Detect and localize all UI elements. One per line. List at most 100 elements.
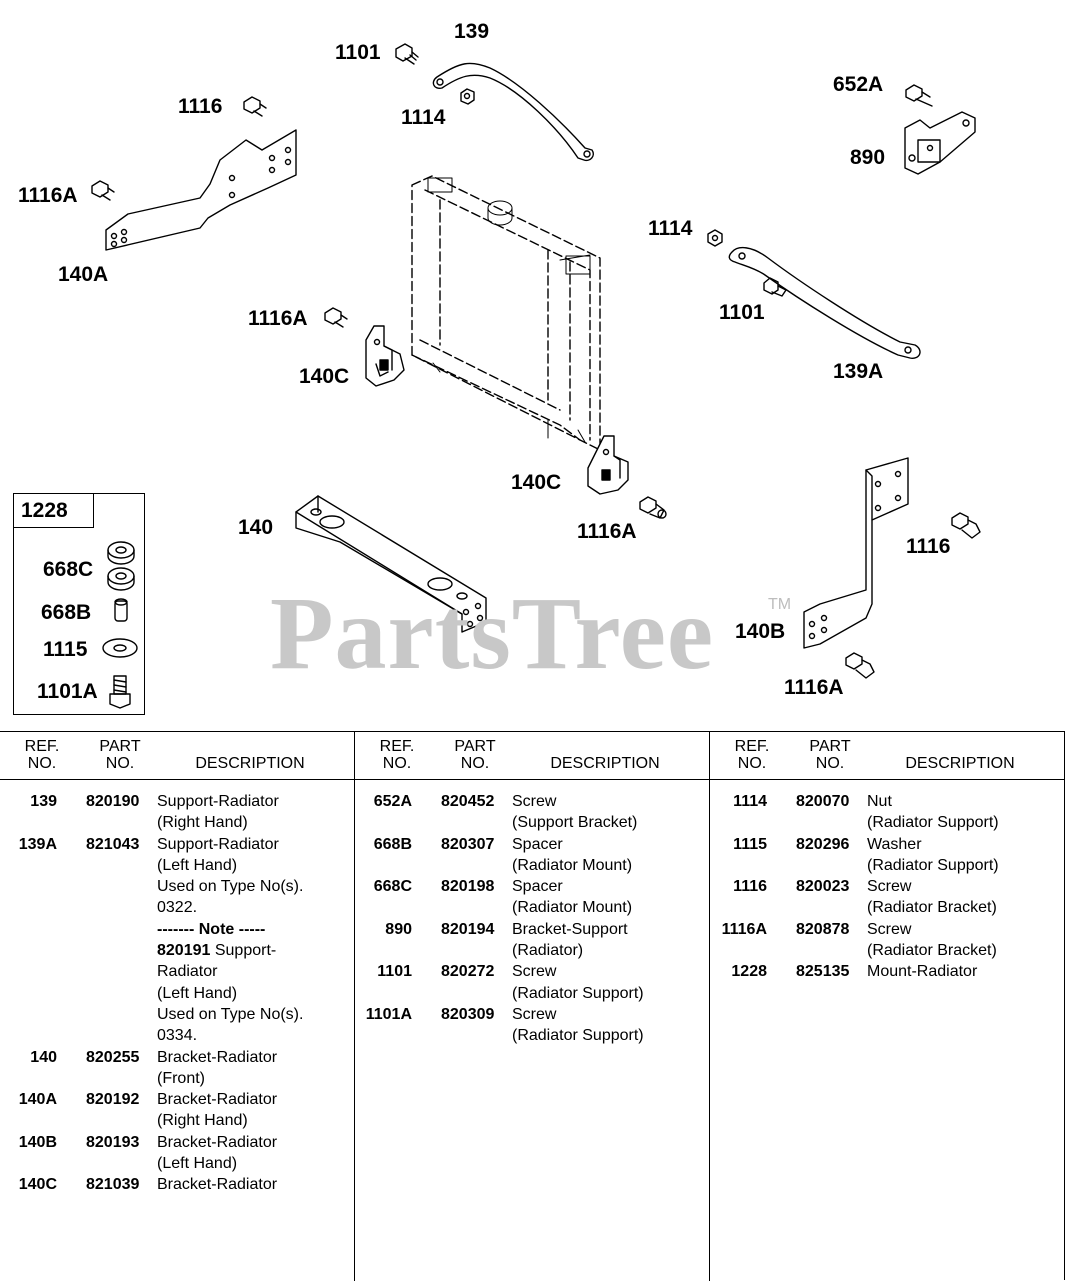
callout-652A: 652A <box>833 73 884 96</box>
part-no: 821043 <box>86 835 140 853</box>
callout-140C-right: 140C <box>511 471 562 494</box>
description: (Radiator Bracket) <box>867 899 997 917</box>
table-row: Used on Type No(s). <box>0 1004 354 1025</box>
table-row: Radiator <box>0 961 354 982</box>
description: Spacer <box>512 878 563 896</box>
kit-screw-1101A <box>109 675 131 709</box>
part-no: 820307 <box>441 835 495 853</box>
part-no: 820878 <box>796 920 850 938</box>
description: Nut <box>867 793 892 810</box>
screw-1101-right <box>763 277 787 297</box>
header-part-no: PART NO. <box>809 738 851 772</box>
table-row: (Left Hand) <box>0 855 354 876</box>
table-row: (Left Hand) <box>0 983 354 1004</box>
callout-1116-right: 1116 <box>906 535 951 558</box>
table-row: (Support Bracket) <box>355 812 710 833</box>
ref-no: 140B <box>18 1133 57 1151</box>
header-description: DESCRIPTION <box>905 755 1015 772</box>
table-row: (Front) <box>0 1068 354 1089</box>
callout-1101-top: 1101 <box>335 41 381 64</box>
screw-652A <box>905 84 933 107</box>
watermark: PartsTree <box>270 576 715 691</box>
table-row: (Radiator Support) <box>710 855 1064 876</box>
screw-1116A-bottom <box>845 652 875 679</box>
description: (Radiator Mount) <box>512 899 633 917</box>
callout-1101-right: 1101 <box>719 301 765 324</box>
description: (Radiator Support) <box>512 1027 644 1045</box>
description: (Radiator) <box>512 942 584 960</box>
screw-1116-right <box>951 512 981 539</box>
ref-no: 1228 <box>731 963 767 981</box>
kit-number: 1228 <box>14 494 94 528</box>
description: Support-Radiator <box>157 793 279 810</box>
description: Screw <box>867 878 912 896</box>
header-part-no: PART NO. <box>99 738 141 772</box>
description: (Radiator Support) <box>867 856 999 874</box>
header-description: DESCRIPTION <box>195 755 305 772</box>
nut-1114-top <box>460 88 475 105</box>
description: Screw <box>512 793 557 810</box>
header-part-no: PART NO. <box>454 738 496 772</box>
callout-140C-left: 140C <box>299 365 350 388</box>
table-row: (Radiator Bracket) <box>710 940 1064 961</box>
description: Bracket-Radiator <box>157 1048 278 1066</box>
part-no: 820193 <box>86 1133 140 1151</box>
description: (Right Hand) <box>157 814 248 832</box>
support-rod-139 <box>432 62 594 162</box>
radiator <box>411 175 601 451</box>
description: Screw <box>512 1005 557 1023</box>
ref-no: 1115 <box>733 835 767 853</box>
description: (Left Hand) <box>157 856 238 874</box>
description: 0322. <box>157 899 198 917</box>
ref-no: 140C <box>18 1176 57 1194</box>
description: (Radiator Support) <box>512 984 644 1002</box>
ref-no: 1116A <box>721 920 767 938</box>
description: Radiator <box>157 963 218 981</box>
callout-1116A-left: 1116A <box>18 184 78 207</box>
description: (Left Hand) <box>157 1155 238 1173</box>
table-header: REF. NO.PART NO.DESCRIPTION <box>355 732 710 780</box>
description: (Right Hand) <box>157 1112 248 1130</box>
part-no: 820194 <box>441 920 495 938</box>
part-no: 820192 <box>86 1091 140 1109</box>
screw-1116A-left <box>91 180 115 201</box>
ref-no: 139A <box>18 835 57 853</box>
screw-1116A-center <box>639 496 667 519</box>
bracket-140C-left <box>365 325 405 387</box>
table-row: (Radiator Bracket) <box>710 897 1064 918</box>
kit-spacer-668B <box>114 598 128 622</box>
radiator-details <box>427 177 591 443</box>
table-row: Used on Type No(s). <box>0 876 354 897</box>
callout-140B: 140B <box>735 620 786 643</box>
callout-1114-right: 1114 <box>648 217 693 240</box>
description: Bracket-Support <box>512 920 628 938</box>
table-row: ------- Note ----- <box>0 919 354 940</box>
ref-no: 1116 <box>733 878 767 896</box>
description: Spacer <box>512 835 563 853</box>
bracket-140C-right <box>587 435 629 495</box>
kit-item-1115: 1115 <box>43 638 88 661</box>
description: Screw <box>867 920 912 938</box>
description: Bracket-Radiator <box>157 1091 278 1109</box>
ref-no: 1101A <box>365 1005 412 1023</box>
kit-washer-1115 <box>102 638 138 658</box>
part-no: 820296 <box>796 835 850 853</box>
trademark-mark: TM <box>768 596 792 613</box>
callout-1116A-mid: 1116A <box>248 307 308 330</box>
description: Support-Radiator <box>157 835 279 853</box>
part-no: 820190 <box>86 793 140 810</box>
description: ------- Note ----- <box>157 920 266 938</box>
header-ref-no: REF. NO. <box>24 738 60 772</box>
header-ref-no: REF. NO. <box>379 738 415 772</box>
table-row: (Radiator Support) <box>355 983 710 1004</box>
callout-1116-top: 1116 <box>178 95 223 118</box>
